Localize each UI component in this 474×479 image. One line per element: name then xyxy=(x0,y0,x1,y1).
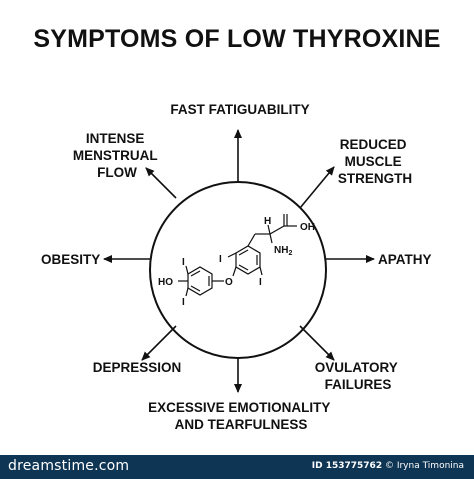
svg-text:HO: HO xyxy=(158,277,173,288)
symptom-fast-fatiguability: FAST FATIGUABILITY xyxy=(170,102,309,117)
arrow-up-right xyxy=(299,166,335,209)
arrow-down-right xyxy=(299,325,335,361)
arrow-up-left xyxy=(145,167,177,199)
image-credit: ID 153775762 © Iryna Timonina xyxy=(312,461,464,471)
svg-text:OH: OH xyxy=(300,222,315,233)
arrows xyxy=(103,129,375,393)
page-title: SYMPTOMS OF LOW THYROXINE xyxy=(33,25,440,53)
author-credit: © Iryna Timonina xyxy=(384,461,464,471)
svg-text:NH2: NH2 xyxy=(274,245,292,257)
diagram: SYMPTOMS OF LOW THYROXINE FAST FATIGUABI… xyxy=(33,25,440,432)
brand-logo[interactable]: dreamstime.com xyxy=(8,458,130,474)
symptom-ovulatory-failures: OVULATORY FAILURES xyxy=(315,360,402,392)
svg-text:H: H xyxy=(264,216,271,227)
svg-text:O: O xyxy=(225,277,233,288)
symptom-intense-menstrual-flow: INTENSE MENSTRUAL FLOW xyxy=(73,131,161,180)
symptom-depression: DEPRESSION xyxy=(93,360,182,375)
symptom-apathy: APATHY xyxy=(378,252,432,267)
thyroxine-molecule xyxy=(178,214,297,297)
symptom-obesity: OBESITY xyxy=(41,252,100,267)
svg-text:I: I xyxy=(182,257,185,268)
symptom-excessive-emotionality: EXCESSIVE EMOTIONALITY AND TEARFULNESS xyxy=(148,400,334,432)
svg-text:I: I xyxy=(182,297,185,308)
arrow-down-left xyxy=(141,325,177,361)
symptom-reduced-muscle-strength: REDUCED MUSCLE STRENGTH xyxy=(338,137,412,186)
svg-text:I: I xyxy=(219,254,222,265)
image-id: ID 153775762 xyxy=(311,461,383,471)
footer-bar: dreamstime.com ID 153775762 © Iryna Timo… xyxy=(0,455,474,479)
thyroxine-circle xyxy=(149,181,327,359)
molecule-labels: H OH NH2 HO O I I I I xyxy=(158,216,315,308)
svg-text:I: I xyxy=(259,277,262,288)
